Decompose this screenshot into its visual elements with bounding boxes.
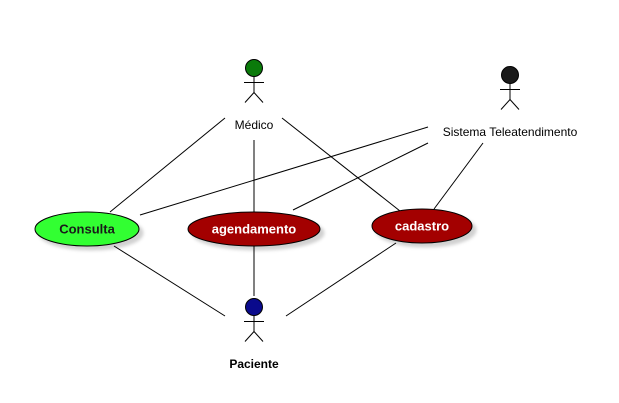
actor-sistema[interactable]: Sistema Teleatendimento — [443, 66, 578, 140]
use-case-consulta[interactable]: Consulta — [34, 211, 140, 247]
actor-label-paciente: Paciente — [229, 357, 279, 371]
actor-label-sistema: Sistema Teleatendimento — [443, 125, 578, 139]
use-case-label-cadastro: cadastro — [395, 219, 449, 234]
actor-right-leg-sistema — [509, 99, 520, 110]
actor-head-sistema — [501, 66, 519, 84]
actor-left-leg-medico — [244, 92, 255, 103]
association-sistema-consulta — [139, 126, 429, 216]
use-cases: Consulta agendamento cadastro — [34, 208, 473, 247]
use-case-ellipse-cadastro — [371, 208, 473, 244]
use-case-agendamento[interactable]: agendamento — [187, 211, 321, 247]
actor-medico[interactable]: Médico — [235, 59, 274, 133]
actor-head-medico — [245, 59, 263, 77]
actor-left-leg-paciente — [244, 331, 255, 342]
association-sistema-cadastro — [433, 142, 484, 210]
association-medico-cadastro — [281, 117, 401, 212]
use-case-ellipse-agendamento — [187, 211, 321, 247]
association-paciente-consulta — [113, 245, 226, 317]
actor-left-leg-sistema — [500, 99, 511, 110]
actor-paciente[interactable]: Paciente — [229, 298, 279, 372]
association-paciente-cadastro — [285, 242, 397, 317]
use-case-label-consulta: Consulta — [59, 222, 115, 237]
actor-right-leg-paciente — [253, 331, 264, 342]
actor-label-medico: Médico — [235, 118, 274, 132]
association-sistema-agendamento — [292, 142, 429, 211]
use-case-ellipse-consulta — [34, 211, 140, 247]
actor-head-paciente — [245, 298, 263, 316]
association-lines — [109, 117, 484, 317]
use-case-cadastro[interactable]: cadastro — [371, 208, 473, 244]
use-case-label-agendamento: agendamento — [212, 222, 297, 237]
actor-right-leg-medico — [253, 92, 264, 103]
association-medico-consulta — [109, 117, 226, 213]
